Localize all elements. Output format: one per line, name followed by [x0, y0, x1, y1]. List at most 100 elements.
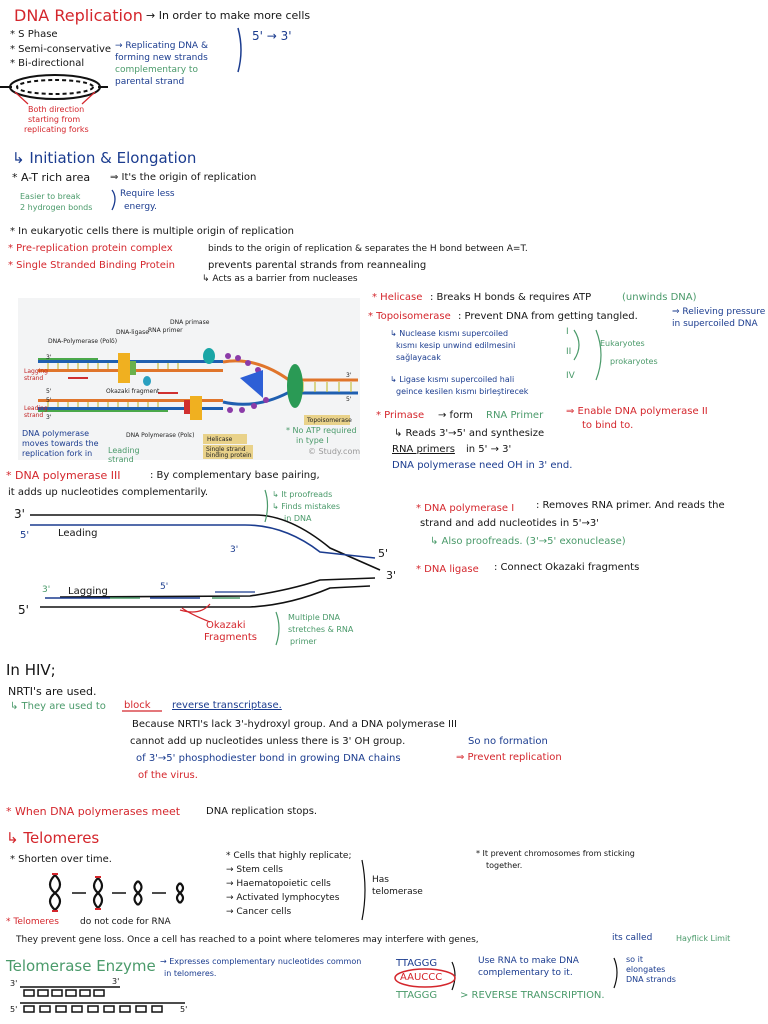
ligase-2: geince kesilen kısmı birleştirecek: [396, 387, 529, 396]
use-rna-2: complementary to it.: [478, 968, 573, 978]
label-dna-primase: DNA primase: [170, 319, 210, 326]
eukaryotes-label: Eukaryotes: [600, 339, 645, 348]
pol1-text-1: : Removes RNA primer. And reads the: [536, 500, 725, 511]
stem-cells: → Stem cells: [226, 865, 283, 875]
strand-label-3-mid: 3': [230, 545, 239, 555]
pol-note-leading: Leading strand: [108, 446, 140, 464]
primase-rna-primer: RNA Primer: [486, 410, 544, 421]
enzyme-note-2: in telomeres.: [164, 969, 217, 978]
helicase-label: * Helicase: [372, 292, 423, 303]
at-rich-text: ⇒ It's the origin of replication: [110, 172, 257, 183]
in-5-3: in 5' → 3': [466, 444, 512, 455]
hiv-line2: Because NRTI's lack 3'-hydroxyl group. A…: [132, 719, 457, 730]
semi-note-1: → Replicating DNA &: [115, 41, 208, 51]
strand-label-5-right: 5': [378, 547, 389, 560]
prevent-sticking-1: * It prevent chromosomes from sticking: [476, 849, 635, 858]
semi-note-2: forming new strands: [115, 53, 208, 63]
need-oh: DNA polymerase need OH in 3' end.: [392, 460, 573, 471]
strand-label-5-bottom: 5': [18, 603, 29, 617]
no-code-text: do not code for RNA: [80, 917, 171, 927]
cancer-cells: → Cancer cells: [226, 907, 292, 917]
prokaryotes-label: prokaryotes: [610, 357, 658, 366]
helicase-green: (unwinds DNA): [622, 292, 697, 303]
topo-blue-1: ⇒ Relieving pressure: [672, 307, 766, 317]
helicase-text: : Breaks H bonds & requires ATP: [430, 292, 592, 303]
haematopoietic-cells: → Haematopoietic cells: [226, 879, 331, 889]
label-leading-strand: Leading strand: [24, 405, 48, 419]
ssb-text: prevents parental strands from reanneali…: [208, 260, 427, 271]
strand-label-3-green: 3': [42, 585, 51, 595]
label-prime-3c: 3': [346, 372, 352, 379]
reverse-transcription: > REVERSE TRANSCRIPTION.: [460, 990, 605, 1001]
enzyme-note-1: → Expresses complementary nucleotides co…: [160, 957, 362, 966]
easier-note-2: 2 hydrogen bonds: [20, 203, 93, 212]
semi-note-4: parental strand: [115, 77, 185, 87]
lagging-label: Lagging: [68, 586, 108, 597]
label-dna-ligase: DNA-ligase: [116, 329, 149, 336]
atp-note-2: in type I: [296, 436, 329, 445]
rna-primers: RNA primers: [392, 444, 455, 455]
label-prime-5c: 5': [346, 396, 352, 403]
ssb-sub: ↳ Acts as a barrier from nucleases: [202, 274, 358, 284]
pol3-note-2: ↳ Finds mistakes: [272, 502, 341, 511]
so-it-2: elongates: [626, 965, 666, 974]
has-telomerase-1: Has: [372, 875, 389, 885]
label-prime-3a: 3': [46, 354, 52, 361]
hiv-line1-block: block: [124, 700, 151, 711]
leading-label: Leading: [58, 528, 98, 539]
strand-label-3-right: 3': [386, 569, 397, 582]
pol3-text-1: : By complementary base pairing,: [150, 470, 320, 481]
when-text: DNA replication stops.: [206, 806, 318, 817]
hiv-line5: of the virus.: [138, 770, 198, 781]
has-telomerase-2: telomerase: [372, 887, 423, 897]
label-ssbp-1: Single strand: [206, 446, 246, 453]
hiv-line4-a: of 3'→5' phosphodiester bond in growing …: [136, 753, 401, 764]
so-it-1: so it: [626, 955, 643, 964]
replication-fork-diagram: DNA primase RNA primer DNA-ligase DNA-Po…: [18, 298, 360, 460]
label-rna-primer: RNA primer: [148, 327, 183, 334]
when-label: * When DNA polymerases meet: [6, 805, 181, 818]
ligase-label: * DNA ligase: [416, 564, 479, 575]
prc-text: binds to the origin of replication & sep…: [208, 244, 528, 254]
label-prime-5a: 5': [46, 388, 52, 395]
label-okazaki-fragment: Okazaki fragment: [106, 388, 160, 395]
label-prime-3b: 3': [46, 414, 52, 421]
fork-note-2: starting from: [28, 115, 81, 124]
require-note-2: energy.: [124, 202, 157, 212]
at-rich-label: * A-T rich area: [12, 171, 91, 184]
hiv-line1-a: ↳ They are used to: [10, 701, 106, 712]
hayflick-limit: Hayflick Limit: [676, 934, 731, 943]
prevent-sticking-2: together.: [486, 861, 523, 870]
bullet-s-phase: * S Phase: [10, 29, 58, 40]
tel-3b: 3': [112, 977, 120, 986]
topo-blue-2: in supercoiled DNA: [672, 319, 758, 329]
seq-ttaggg-1: TTAGGG: [396, 958, 438, 969]
its-called: its called: [612, 933, 653, 943]
page-title: DNA Replication: [14, 6, 143, 25]
pol3-note-3: in DNA: [284, 514, 312, 523]
title-subtitle: → In order to make more cells: [146, 9, 311, 22]
initiation-title: ↳ Initiation & Elongation: [12, 149, 197, 167]
label-helicase: Helicase: [207, 436, 233, 443]
strand-label-5a: 5': [20, 530, 30, 541]
require-note-1: Require less: [120, 189, 175, 199]
label-pol-epsilon: DNA Polymerase (Polε): [126, 432, 195, 439]
primase-enable: ⇒ Enable DNA polymerase II: [566, 406, 708, 417]
label-ssbp-2: binding protein: [206, 452, 252, 459]
pol1-text-2: strand and add nucleotides in 5'→3': [420, 518, 599, 529]
hiv-title: In HIV;: [6, 661, 56, 679]
prc-label: * Pre-replication protein complex: [8, 243, 173, 254]
bullet-bi-directional: * Bi-directional: [10, 58, 85, 69]
primase-label: * Primase: [376, 410, 425, 421]
eukaryotic-origins: * In eukaryotic cells there is multiple …: [10, 226, 295, 237]
pol3-text-2: it adds up nucleotides complementarily.: [8, 487, 209, 498]
strand-label-5-green: 5': [160, 582, 169, 592]
primase-enable-2: to bind to.: [582, 420, 634, 431]
no-code-label: * Telomeres: [6, 917, 59, 927]
gene-loss: They prevent gene loss. Once a cell has …: [16, 935, 479, 945]
bullet-semi-conservative: * Semi-conservative: [10, 44, 112, 55]
okazaki-label-2: Fragments: [204, 632, 257, 643]
direction-5-3: 5' → 3': [252, 29, 292, 43]
tel-5b: 5': [180, 1005, 188, 1014]
reads-3-5: ↳ Reads 3'→5' and synthesize: [394, 428, 545, 439]
